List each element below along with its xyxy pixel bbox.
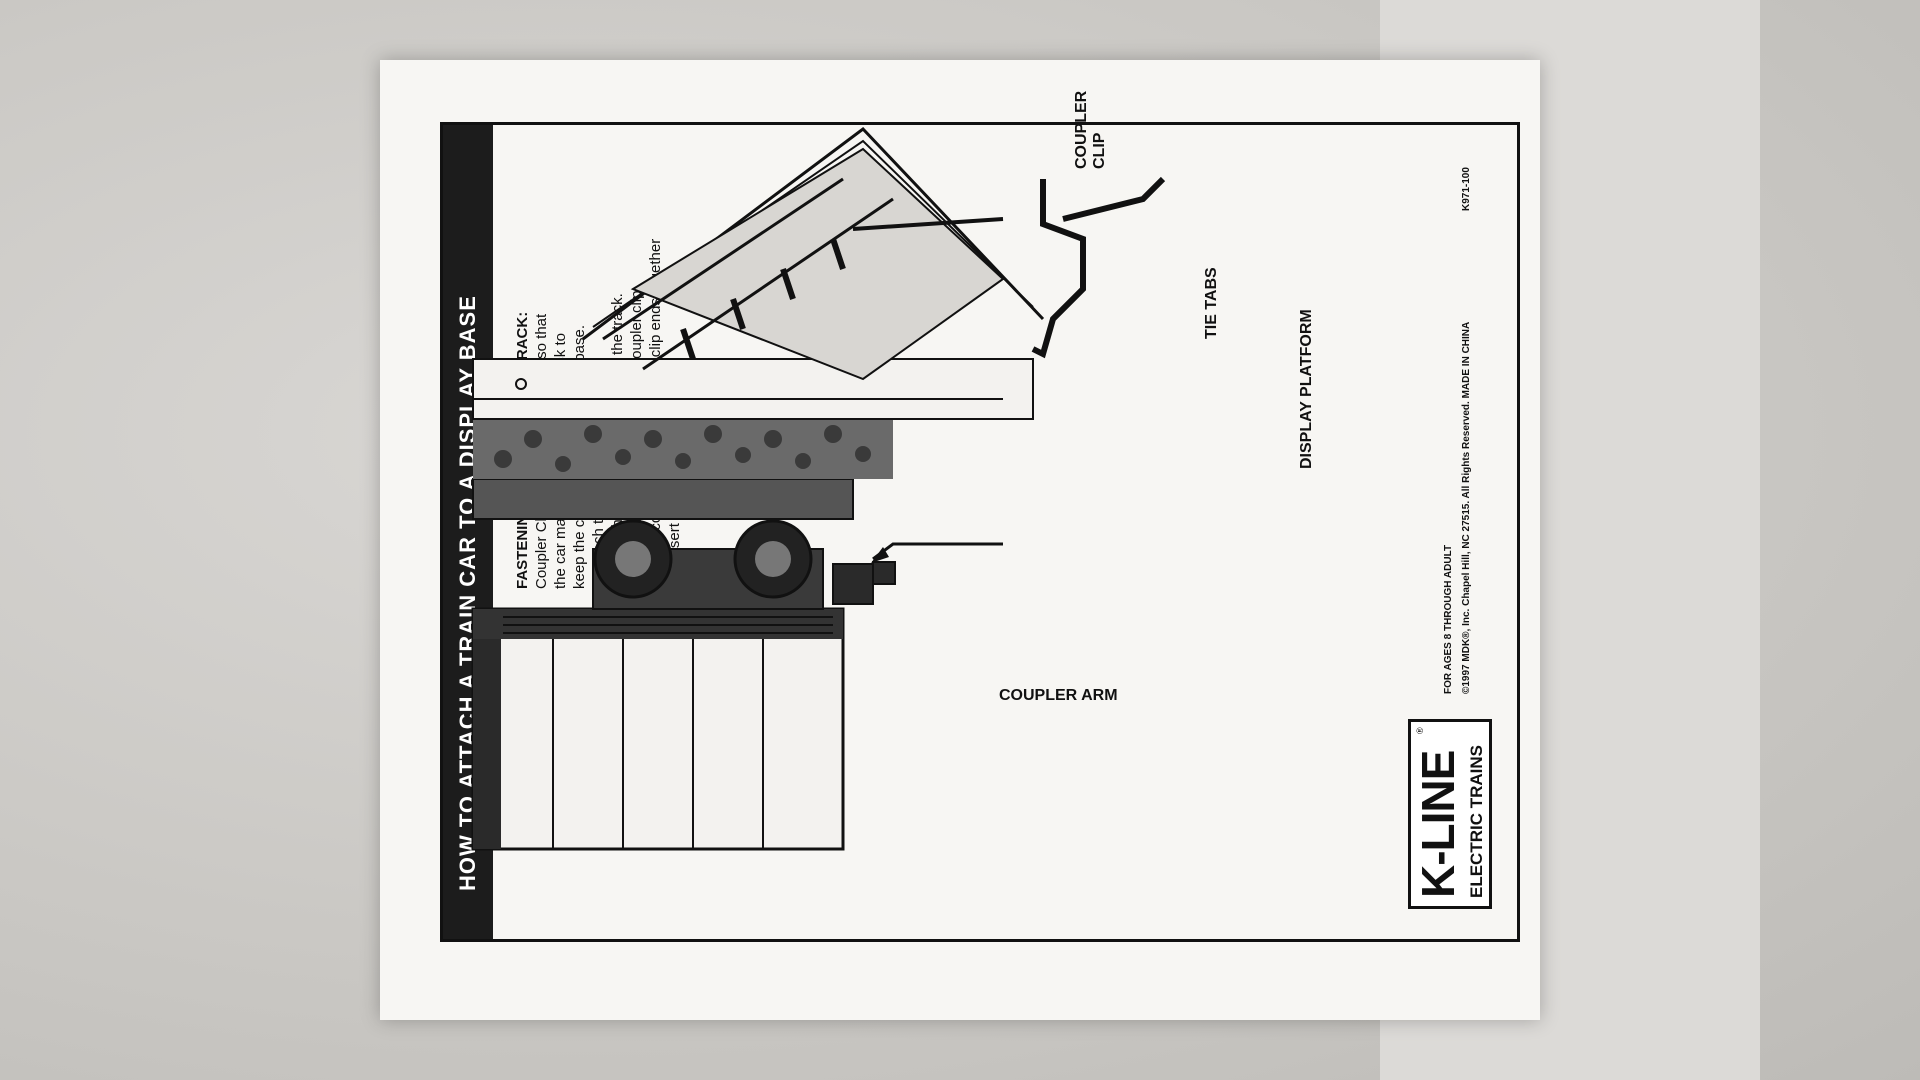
track-side-illustration (472, 358, 1034, 563)
brand-subtitle: ELECTRIC TRAINS (1467, 745, 1486, 898)
age-notice: FOR AGES 8 THROUGH ADULT (1443, 544, 1454, 694)
k-line-logo: K-LINE ® ELECTRIC TRAINS (1408, 719, 1492, 909)
part-number: K971-100 (1461, 167, 1472, 211)
registered-mark: ® (1415, 727, 1425, 734)
brand-name: K-LINE (1412, 750, 1464, 898)
display-platform-illustration (582, 126, 1166, 381)
label-tie-tabs: TIE TABS (1203, 267, 1220, 339)
label-coupler-arm: COUPLER ARM (999, 687, 1118, 704)
copyright-notice: ©1997 MDK®, Inc. Chapel Hill, NC 27515. … (1461, 321, 1472, 694)
assembly-illustration (471, 126, 1166, 851)
label-display-platform: DISPLAY PLATFORM (1298, 309, 1315, 469)
sheet-frame: HOW TO ATTACH A TRAIN CAR TO A DISPLAY B… (440, 91, 1520, 942)
instruction-sheet: HOW TO ATTACH A TRAIN CAR TO A DISPLAY B… (380, 60, 1540, 1020)
label-coupler-clip: COUPLER CLIP (1073, 90, 1108, 169)
train-car-illustration (471, 519, 896, 851)
